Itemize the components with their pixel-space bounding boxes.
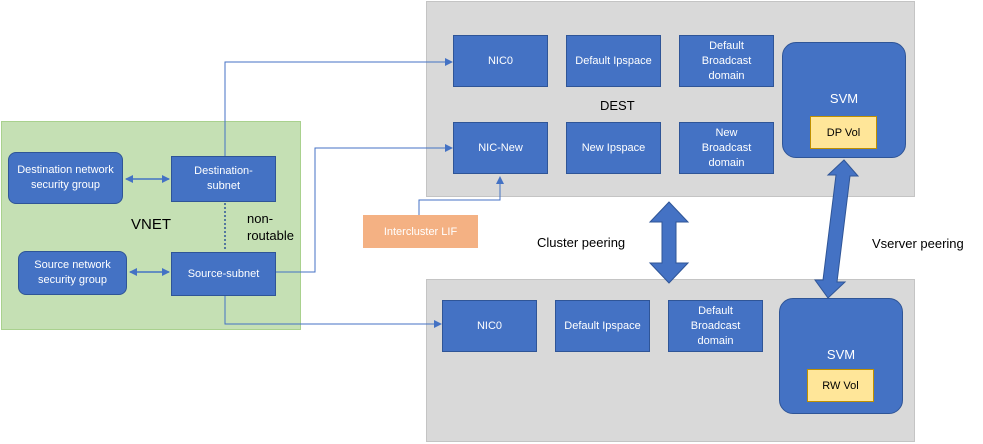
source-network-security-group: Source network security group <box>18 251 127 295</box>
dest-svm-label: SVM <box>829 91 859 106</box>
non-routable-label: non- routable <box>247 211 294 243</box>
source-rw-vol: RW Vol <box>807 369 874 402</box>
source-svm: SVM RW Vol <box>779 298 903 414</box>
source-default-ipspace: Default Ipspace <box>555 300 650 352</box>
dest-new-ipspace: New Ipspace <box>566 122 661 174</box>
destination-subnet: Destination- subnet <box>171 156 276 202</box>
dest-new-broadcast-domain: New Broadcast domain <box>679 122 774 174</box>
source-nic0: NIC0 <box>442 300 537 352</box>
dest-nic-new: NIC-New <box>453 122 548 174</box>
dest-dp-vol: DP Vol <box>810 116 877 149</box>
dest-nic0: NIC0 <box>453 35 548 87</box>
cluster-peering-arrow <box>648 201 690 284</box>
dest-svm: SVM DP Vol <box>782 42 906 158</box>
vnet-title: VNET <box>131 216 172 233</box>
vserver-peering-label: Vserver peering <box>872 236 964 251</box>
destination-network-security-group: Destination network security group <box>8 152 123 204</box>
source-default-broadcast-domain: Default Broadcast domain <box>668 300 763 352</box>
dest-default-ipspace: Default Ipspace <box>566 35 661 87</box>
intercluster-lif: Intercluster LIF <box>363 215 478 248</box>
dest-default-broadcast-domain: Default Broadcast domain <box>679 35 774 87</box>
source-svm-label: SVM <box>826 347 856 362</box>
dest-title: DEST <box>600 98 635 113</box>
source-subnet: Source-subnet <box>171 252 276 296</box>
cluster-peering-label: Cluster peering <box>537 235 626 250</box>
